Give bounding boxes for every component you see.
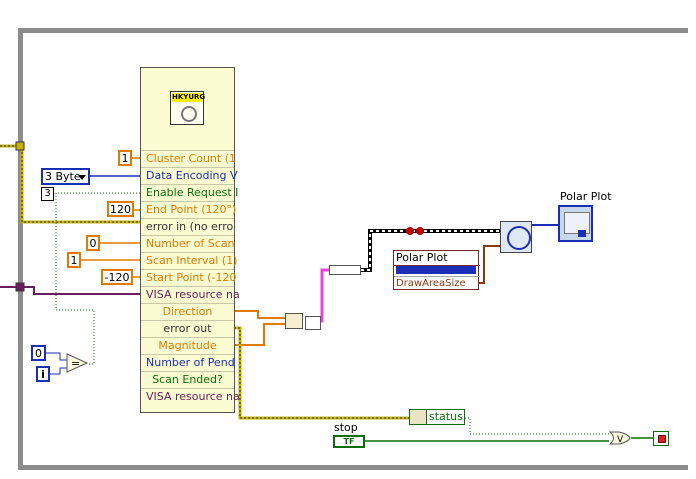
polar-plot-property-node[interactable]: Polar Plot DrawAreaSize	[393, 250, 480, 290]
encoding-index-indicator: 3	[41, 187, 54, 201]
unbundle-by-name-status[interactable]: status	[409, 409, 465, 425]
loop-condition-terminal[interactable]	[653, 431, 669, 446]
data-encoding-value: 3 Byte	[45, 170, 81, 183]
re-im-to-complex-node[interactable]	[285, 313, 321, 330]
terminal-data-encoding[interactable]: Data Encoding V	[141, 167, 237, 183]
polar-plot-indicator[interactable]	[558, 205, 593, 242]
terminal-scan-interval[interactable]: Scan Interval (1)	[141, 252, 237, 268]
unbundle-handle	[410, 410, 427, 424]
terminal-scan-ended[interactable]: Scan Ended?	[141, 371, 234, 387]
terminal-error-out[interactable]: error out	[141, 320, 234, 336]
data-encoding-ring[interactable]: 3 Byte	[41, 168, 90, 185]
visa-tunnel[interactable]	[15, 282, 25, 292]
direction-wire[interactable]	[234, 310, 285, 319]
picture-screen-icon	[564, 212, 590, 234]
stop-button-terminal[interactable]: TF	[333, 435, 365, 448]
scan-interval-constant[interactable]: 1	[67, 252, 81, 268]
terminal-direction[interactable]: Direction	[141, 303, 234, 319]
property-node-title: Polar Plot	[394, 251, 480, 266]
hokuyo-subvi-icon[interactable]: HKYURG	[170, 91, 206, 125]
number-of-scan-constant[interactable]: 0	[86, 235, 100, 251]
subvi-icon-label: HKYURG	[172, 93, 206, 102]
error-wire-core	[0, 145, 143, 223]
terminal-end-point[interactable]: End Point (120°)	[141, 201, 236, 217]
terminal-visa-resource-out[interactable]: VISA resource na	[141, 388, 240, 404]
picture-indicator-dot	[578, 230, 586, 237]
compare-zero-constant[interactable]: 0	[31, 345, 46, 361]
equal-symbol: =	[71, 357, 80, 370]
terminal-visa-resource-in[interactable]: VISA resource na	[141, 286, 240, 302]
or-symbol: V	[617, 435, 624, 445]
magnitude-wire[interactable]	[234, 323, 285, 346]
polar-grid-icon	[507, 226, 531, 250]
coercion-dot-2	[416, 227, 424, 235]
cluster-count-constant[interactable]: 1	[118, 150, 132, 166]
status-wire[interactable]	[465, 417, 609, 435]
status-field-label: status	[429, 410, 463, 423]
terminal-error-in[interactable]: error in (no erro	[141, 218, 234, 234]
error-tunnel[interactable]	[15, 141, 25, 151]
polar-plot-indicator-label: Polar Plot	[560, 190, 612, 203]
refresh-icon	[181, 106, 197, 122]
error-out-wire-core	[234, 327, 409, 419]
terminal-enable-request[interactable]: Enable Request I	[141, 184, 238, 200]
end-point-constant[interactable]: 120	[107, 201, 134, 217]
polar-data-wire[interactable]	[361, 229, 500, 272]
polar-plot-vi[interactable]	[500, 221, 532, 253]
terminal-magnitude[interactable]: Magnitude	[141, 337, 234, 353]
array-transform-node[interactable]	[329, 265, 361, 275]
complex-array-wire[interactable]	[316, 268, 329, 323]
error-out-wire[interactable]	[234, 326, 409, 420]
stop-label: stop	[334, 421, 358, 434]
wire-iteration	[50, 367, 68, 375]
property-drawareasize[interactable]: DrawAreaSize	[394, 276, 480, 290]
iteration-terminal[interactable]: i	[36, 366, 50, 382]
stop-if-true-icon	[658, 435, 666, 443]
equal-function-node[interactable]: =	[66, 353, 89, 373]
or-function-node[interactable]: V	[608, 431, 631, 445]
property-node-reference-bar	[396, 266, 476, 274]
terminal-start-point[interactable]: Start Point (-120	[141, 269, 236, 285]
wire-compare-zero	[46, 352, 68, 361]
terminal-number-of-scan[interactable]: Number of Scan	[141, 235, 235, 251]
while-loop-frame[interactable]	[18, 28, 688, 470]
start-point-constant[interactable]: -120	[101, 269, 133, 285]
terminal-cluster-count[interactable]: Cluster Count (1	[141, 150, 236, 166]
terminal-number-of-pending[interactable]: Number of Pend	[141, 354, 235, 370]
build-array-node[interactable]	[305, 316, 321, 330]
dropdown-arrow-icon	[78, 175, 86, 180]
coercion-dot-1	[406, 227, 414, 235]
drawarea-wire[interactable]	[479, 245, 500, 284]
enable-wire[interactable]	[55, 192, 143, 365]
